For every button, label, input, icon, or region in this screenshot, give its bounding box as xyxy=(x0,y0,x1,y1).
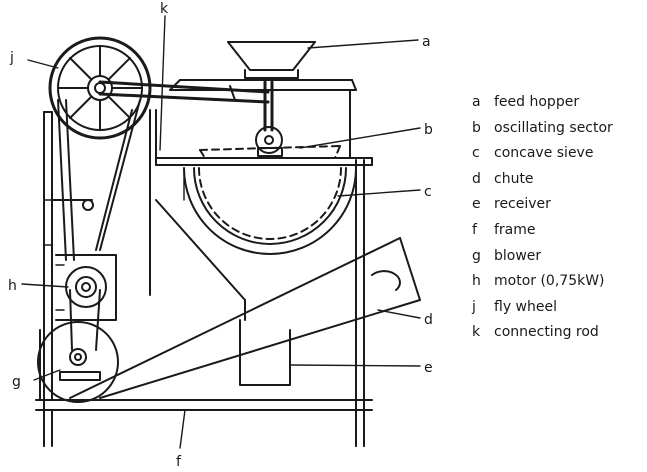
callout-letters: a b c d e f g h j k xyxy=(8,1,433,470)
fly-wheel xyxy=(48,36,152,140)
callout-e: e xyxy=(424,360,433,376)
motor xyxy=(55,254,117,321)
callout-d: d xyxy=(424,312,433,328)
chute xyxy=(69,237,421,399)
frame xyxy=(35,111,373,447)
feed-hopper xyxy=(169,41,357,159)
oscillating-sector xyxy=(199,80,341,159)
callout-g: g xyxy=(12,374,21,390)
connecting-rod xyxy=(98,80,270,104)
callout-a: a xyxy=(422,34,431,50)
callout-j: j xyxy=(9,50,14,66)
callout-k: k xyxy=(160,1,169,17)
machine-body xyxy=(149,109,373,321)
receiver xyxy=(239,319,291,386)
leader-lines xyxy=(21,15,421,449)
concave-sieve xyxy=(183,167,357,255)
callout-c: c xyxy=(424,184,432,200)
blower xyxy=(37,321,119,403)
callout-h: h xyxy=(8,278,17,294)
callout-f: f xyxy=(176,454,182,470)
callout-b: b xyxy=(424,122,433,138)
drive-belts xyxy=(51,99,141,351)
